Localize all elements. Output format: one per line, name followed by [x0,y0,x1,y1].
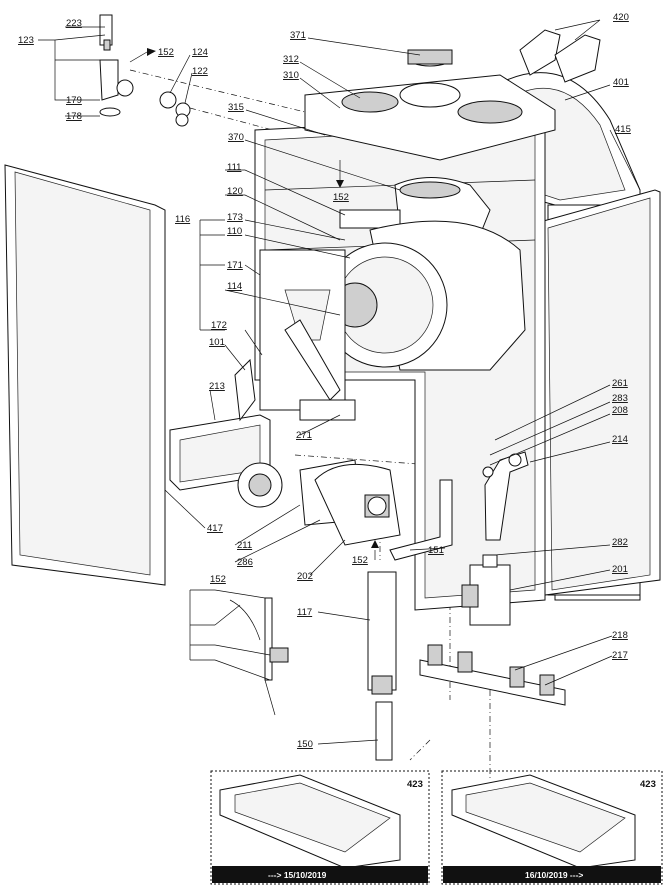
side-panel-right [539,189,661,596]
callout-116: 116 [175,214,190,225]
heat-exchanger [259,220,526,421]
callout-101: 101 [209,337,225,348]
side-panel-left [4,164,166,586]
variant-date: 16/10/2019 ---> [525,870,583,880]
callout-213: 213 [209,381,225,392]
callout-173: 173 [227,212,243,223]
callout-271: 271 [296,430,312,441]
callout-282: 282 [612,537,628,548]
top-brackets [519,29,601,83]
variant-date: ---> 15/10/2019 [268,870,327,880]
gas-cock [99,14,134,117]
callout-401: 401 [613,77,629,88]
callout-172: 172 [211,320,227,331]
callout-202: 202 [297,571,313,582]
manifold-plate [419,644,566,706]
callout-120: 120 [227,186,243,197]
variant-id: 423 [640,779,656,790]
callout-117: 117 [297,607,312,618]
valve-block [461,554,511,626]
callout-152: 152 [210,574,226,585]
callout-150: 150 [297,739,313,750]
top-plate [304,49,556,161]
callout-218: 218 [612,630,628,641]
callout-310: 310 [283,70,299,81]
callout-420: 420 [613,12,629,23]
fan-assembly [237,459,401,546]
callout-370: 370 [228,132,244,143]
variant-id: 423 [407,779,423,790]
callout-151: 151 [428,545,444,556]
callout-283: 283 [612,393,628,404]
callout-124: 124 [192,47,208,58]
callout-171: 171 [227,260,243,271]
pump [367,571,397,761]
callout-114: 114 [227,281,242,292]
callout-214: 214 [612,434,628,445]
callout-178: 178 [66,111,82,122]
flue-hood [339,177,491,236]
callout-122: 122 [192,66,208,77]
callout-315: 315 [228,102,244,113]
variant-box-before: 423 ---> 15/10/2019 [210,770,430,885]
callout-111: 111 [227,162,241,173]
callout-217: 217 [612,650,628,661]
callout-labels: 123 223 152 124 122 179 178 371 312 310 … [18,12,631,750]
callout-123: 123 [18,35,34,46]
callout-201: 201 [612,564,628,575]
callout-261: 261 [612,378,628,389]
callout-152: 152 [333,192,349,203]
clamp [159,91,191,127]
callout-152: 152 [352,555,368,566]
callout-286: 286 [237,557,253,568]
callout-417: 417 [207,523,223,534]
callout-110: 110 [227,226,242,237]
leader-lines [38,19,641,745]
callout-223: 223 [66,18,82,29]
variant-box-after: 423 16/10/2019 ---> [441,770,663,885]
callout-211: 211 [237,540,252,551]
callout-415: 415 [615,124,631,135]
callout-179: 179 [66,95,82,106]
callout-312: 312 [283,54,299,65]
callout-152: 152 [158,47,174,58]
callout-371: 371 [290,30,306,41]
callout-208: 208 [612,405,628,416]
hose-group [229,597,289,716]
